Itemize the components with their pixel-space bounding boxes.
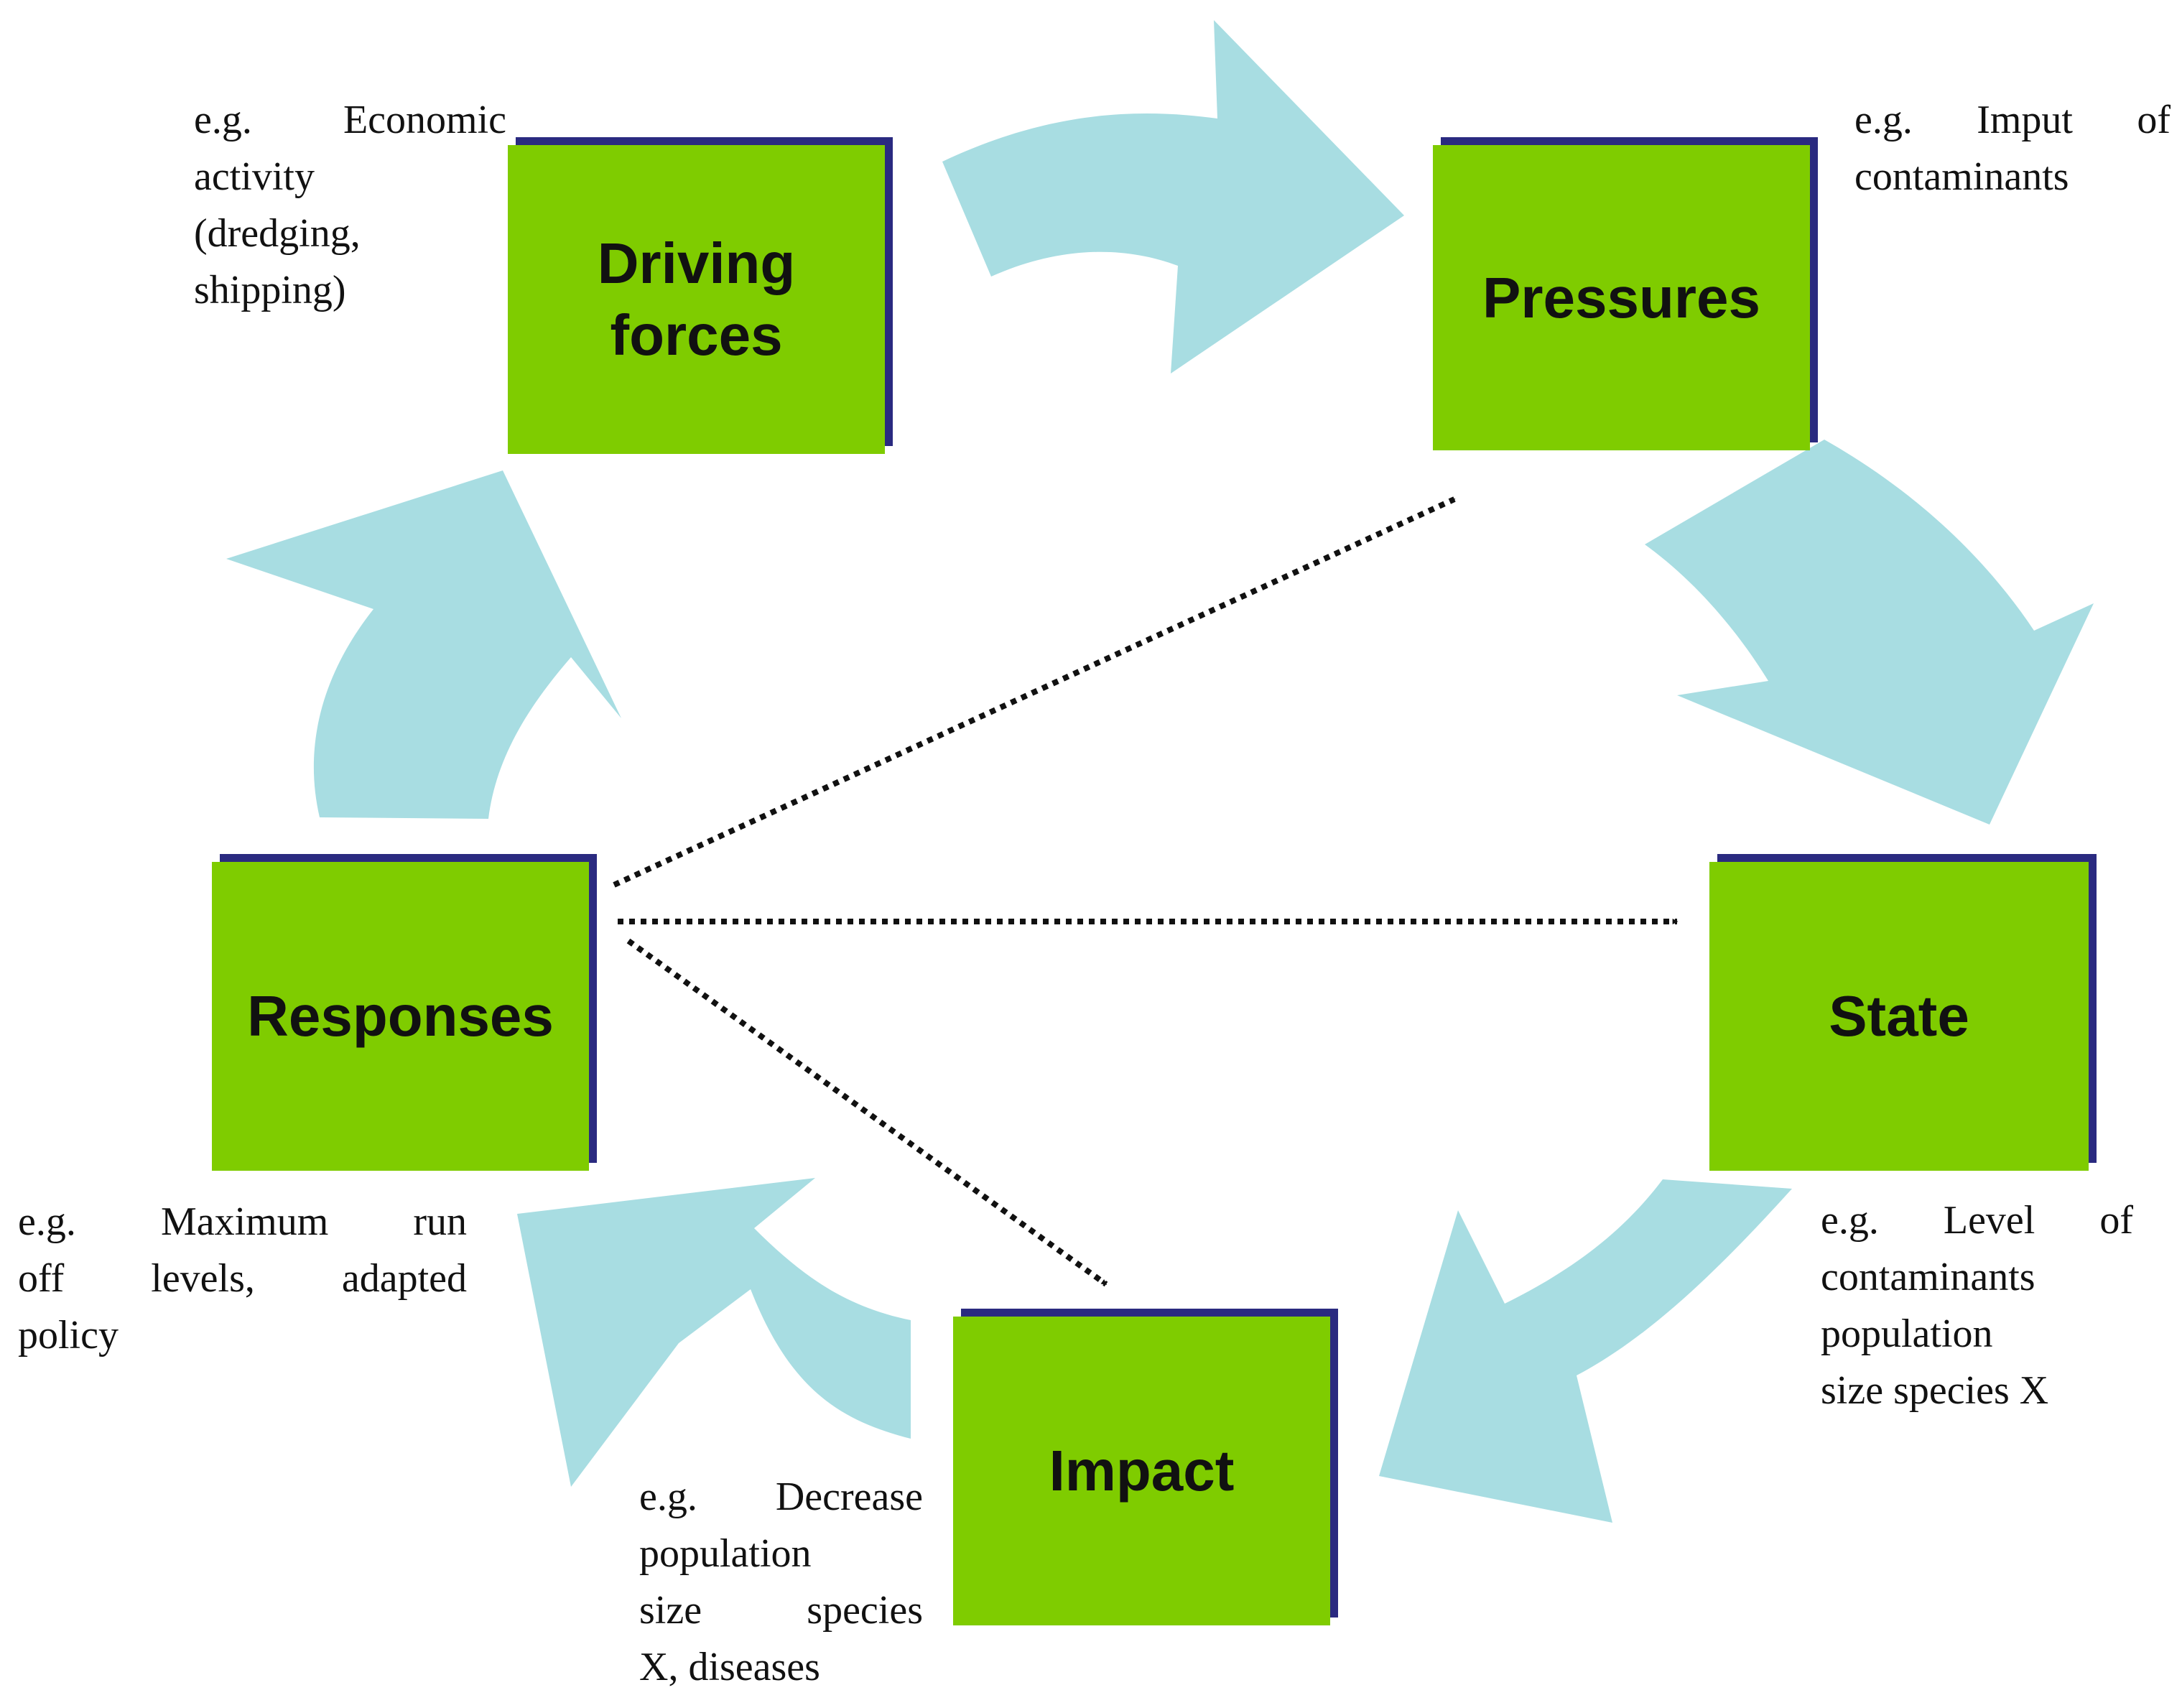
driving-forces-example-line-3: (dredging, bbox=[194, 211, 361, 256]
state-example-line-4: size species X bbox=[1821, 1368, 2049, 1413]
responses-example: e.g. Maximum run off levels, adapted pol… bbox=[18, 1194, 467, 1364]
impact-example-line-2: population bbox=[639, 1531, 812, 1576]
driving-forces-example: e.g. Economic activity (dredging, shippi… bbox=[194, 92, 506, 319]
state-example-line-3: population bbox=[1821, 1312, 1993, 1356]
state-example-line-2: contaminants bbox=[1821, 1255, 2035, 1299]
impact-example-line-4: X, diseases bbox=[639, 1645, 820, 1689]
pressures-label: Pressures bbox=[1482, 265, 1760, 330]
cycle-arrow-driving-to-pressures bbox=[942, 20, 1404, 373]
impact-example-line-3: size species bbox=[639, 1588, 923, 1633]
responses-example-line-2: off levels, adapted bbox=[18, 1256, 467, 1301]
driving-forces-example-line-4: shipping) bbox=[194, 268, 346, 312]
state-box: State bbox=[1709, 862, 2089, 1171]
impact-example: e.g. Decrease population size species X,… bbox=[639, 1469, 923, 1696]
cycle-arrow-state-to-impact bbox=[1379, 1179, 1792, 1523]
impact-box: Impact bbox=[953, 1317, 1330, 1625]
state-example-line-1: e.g. Level of bbox=[1821, 1198, 2133, 1243]
driving-forces-example-line-2: activity bbox=[194, 154, 315, 199]
impact-label: Impact bbox=[1049, 1439, 1235, 1503]
impact-example-line-1: e.g. Decrease bbox=[639, 1475, 923, 1519]
cycle-arrow-impact-to-responses bbox=[517, 1178, 911, 1487]
responses-label: Responses bbox=[247, 984, 554, 1048]
driving-forces-example-line-1: e.g. Economic bbox=[194, 98, 506, 142]
pressures-box: Pressures bbox=[1433, 145, 1810, 450]
responses-box: Responses bbox=[212, 862, 589, 1171]
driving-forces-label-line-1: Driving bbox=[597, 231, 796, 295]
pressures-example: e.g. Imput of contaminants bbox=[1854, 92, 2171, 205]
dotted-arrow-to-pressures bbox=[613, 496, 1456, 888]
responses-example-line-1: e.g. Maximum run bbox=[18, 1199, 467, 1244]
pressures-example-line-2: contaminants bbox=[1854, 154, 2069, 199]
driving-forces-label-line-2: forces bbox=[610, 303, 783, 367]
driving-forces-box: Driving forces bbox=[508, 145, 885, 454]
pressures-example-line-1: e.g. Imput of bbox=[1854, 98, 2171, 142]
cycle-arrow-responses-to-driving bbox=[226, 470, 621, 819]
cycle-arrow-pressures-to-state bbox=[1645, 440, 2094, 825]
state-label: State bbox=[1829, 984, 1969, 1048]
state-example: e.g. Level of contaminants population si… bbox=[1821, 1192, 2133, 1419]
responses-example-line-3: policy bbox=[18, 1313, 119, 1357]
